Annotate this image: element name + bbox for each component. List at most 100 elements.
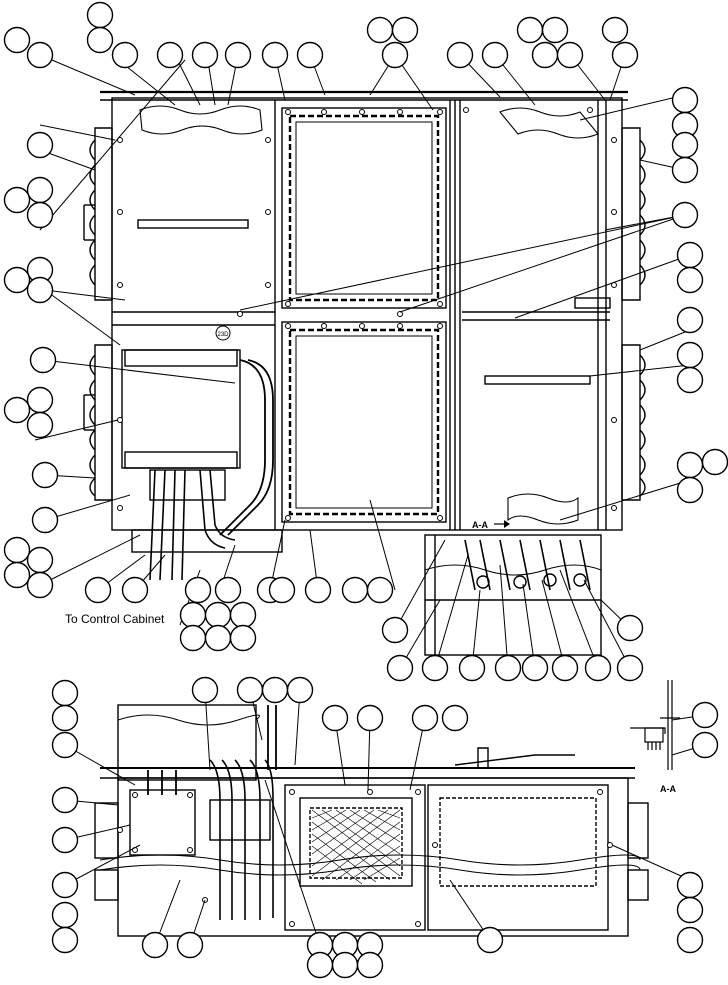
break-band [99, 854, 641, 866]
callout-balloon [701, 448, 728, 476]
callout-balloon [386, 654, 414, 682]
break-line-bottom-right [507, 493, 579, 525]
callout-balloon [676, 266, 704, 294]
callout-balloon [296, 41, 324, 69]
callout-balloon [51, 731, 79, 759]
cabinet-outline [111, 97, 623, 531]
callout-balloon [356, 704, 384, 732]
callout-balloon [381, 41, 409, 69]
door-handle-right [484, 375, 591, 385]
callout-balloon [51, 786, 79, 814]
callout-balloon [86, 1, 114, 29]
plug-23d: 23D [215, 325, 231, 341]
leader-lines [34, 54, 706, 946]
callout-balloon [3, 266, 31, 294]
duct-box [424, 534, 602, 656]
junction-box [149, 469, 226, 501]
callout-balloon [3, 536, 31, 564]
callout-balloon [616, 614, 644, 642]
callout-balloon [51, 901, 79, 929]
top-view-bolts [117, 107, 617, 521]
callout-balloon [26, 546, 54, 574]
callout-balloon [676, 871, 704, 899]
callout-balloon [521, 654, 549, 682]
callout-balloon [224, 41, 252, 69]
callout-balloon [671, 156, 699, 184]
callout-balloon [611, 41, 639, 69]
callout-balloon [156, 41, 184, 69]
callout-balloon [306, 951, 334, 979]
callout-balloon [676, 896, 704, 924]
bottom-view-bolts [117, 789, 613, 927]
callout-balloon [229, 624, 257, 652]
callout-balloon [229, 601, 257, 629]
callout-balloon [141, 931, 169, 959]
callout-balloon [3, 396, 31, 424]
right-loom-lower [621, 344, 646, 501]
center-lower-door [281, 321, 447, 523]
callout-balloon [31, 461, 59, 489]
left-loom-upper [83, 127, 113, 301]
callout-balloon [26, 411, 54, 439]
center-upper-door [281, 107, 447, 309]
callout-balloon [601, 16, 629, 44]
callout-balloon [331, 951, 359, 979]
callout-balloon [51, 679, 79, 707]
callout-balloon [381, 616, 409, 644]
callout-balloon [286, 676, 314, 704]
callout-balloon [616, 654, 644, 682]
callout-balloon [3, 26, 31, 54]
callout-balloon [26, 276, 54, 304]
callout-balloon [441, 704, 469, 732]
callout-balloon [676, 366, 704, 394]
callout-balloon [191, 41, 219, 69]
callout-balloon [366, 16, 394, 44]
section-title: A-A [660, 784, 676, 794]
callout-balloon [268, 576, 296, 604]
callout-balloon [458, 654, 486, 682]
callout-balloon [551, 654, 579, 682]
callout-balloon [321, 704, 349, 732]
break-line-top-left [139, 105, 263, 135]
callout-balloon [236, 676, 264, 704]
callout-balloon [26, 386, 54, 414]
callout-balloons [3, 1, 728, 979]
control-cabinet-note: To Control Cabinet [65, 612, 165, 626]
callout-balloon [556, 41, 584, 69]
callout-balloon [676, 241, 704, 269]
callout-balloon [51, 826, 79, 854]
callout-balloon [29, 346, 57, 374]
callout-balloon [671, 201, 699, 229]
terminal-plate [121, 349, 241, 469]
callout-balloon [176, 931, 204, 959]
callout-balloon [481, 41, 509, 69]
callout-balloon [51, 704, 79, 732]
callout-balloon [516, 16, 544, 44]
section-marker-label: A-A [472, 520, 488, 530]
callout-balloon [391, 16, 419, 44]
section-marker-top: A-A [472, 520, 510, 530]
callout-balloon [261, 41, 289, 69]
callout-balloon [671, 86, 699, 114]
callout-balloon [691, 701, 719, 729]
callout-balloon [84, 576, 112, 604]
callout-balloon [26, 41, 54, 69]
callout-balloon [26, 176, 54, 204]
callout-balloon [584, 654, 612, 682]
right-loom-upper [621, 127, 646, 301]
section-aa-detail [630, 680, 680, 770]
bottom-view [94, 704, 649, 937]
callout-balloon [341, 576, 369, 604]
callout-balloon [261, 676, 289, 704]
callout-balloon [204, 624, 232, 652]
callout-balloon [3, 561, 31, 589]
callout-balloon [676, 341, 704, 369]
plug-label: 23D [217, 332, 229, 338]
callout-balloon [184, 576, 212, 604]
callout-balloon [179, 601, 207, 629]
callout-balloon [86, 26, 114, 54]
callout-balloon [26, 131, 54, 159]
callout-balloon [446, 41, 474, 69]
